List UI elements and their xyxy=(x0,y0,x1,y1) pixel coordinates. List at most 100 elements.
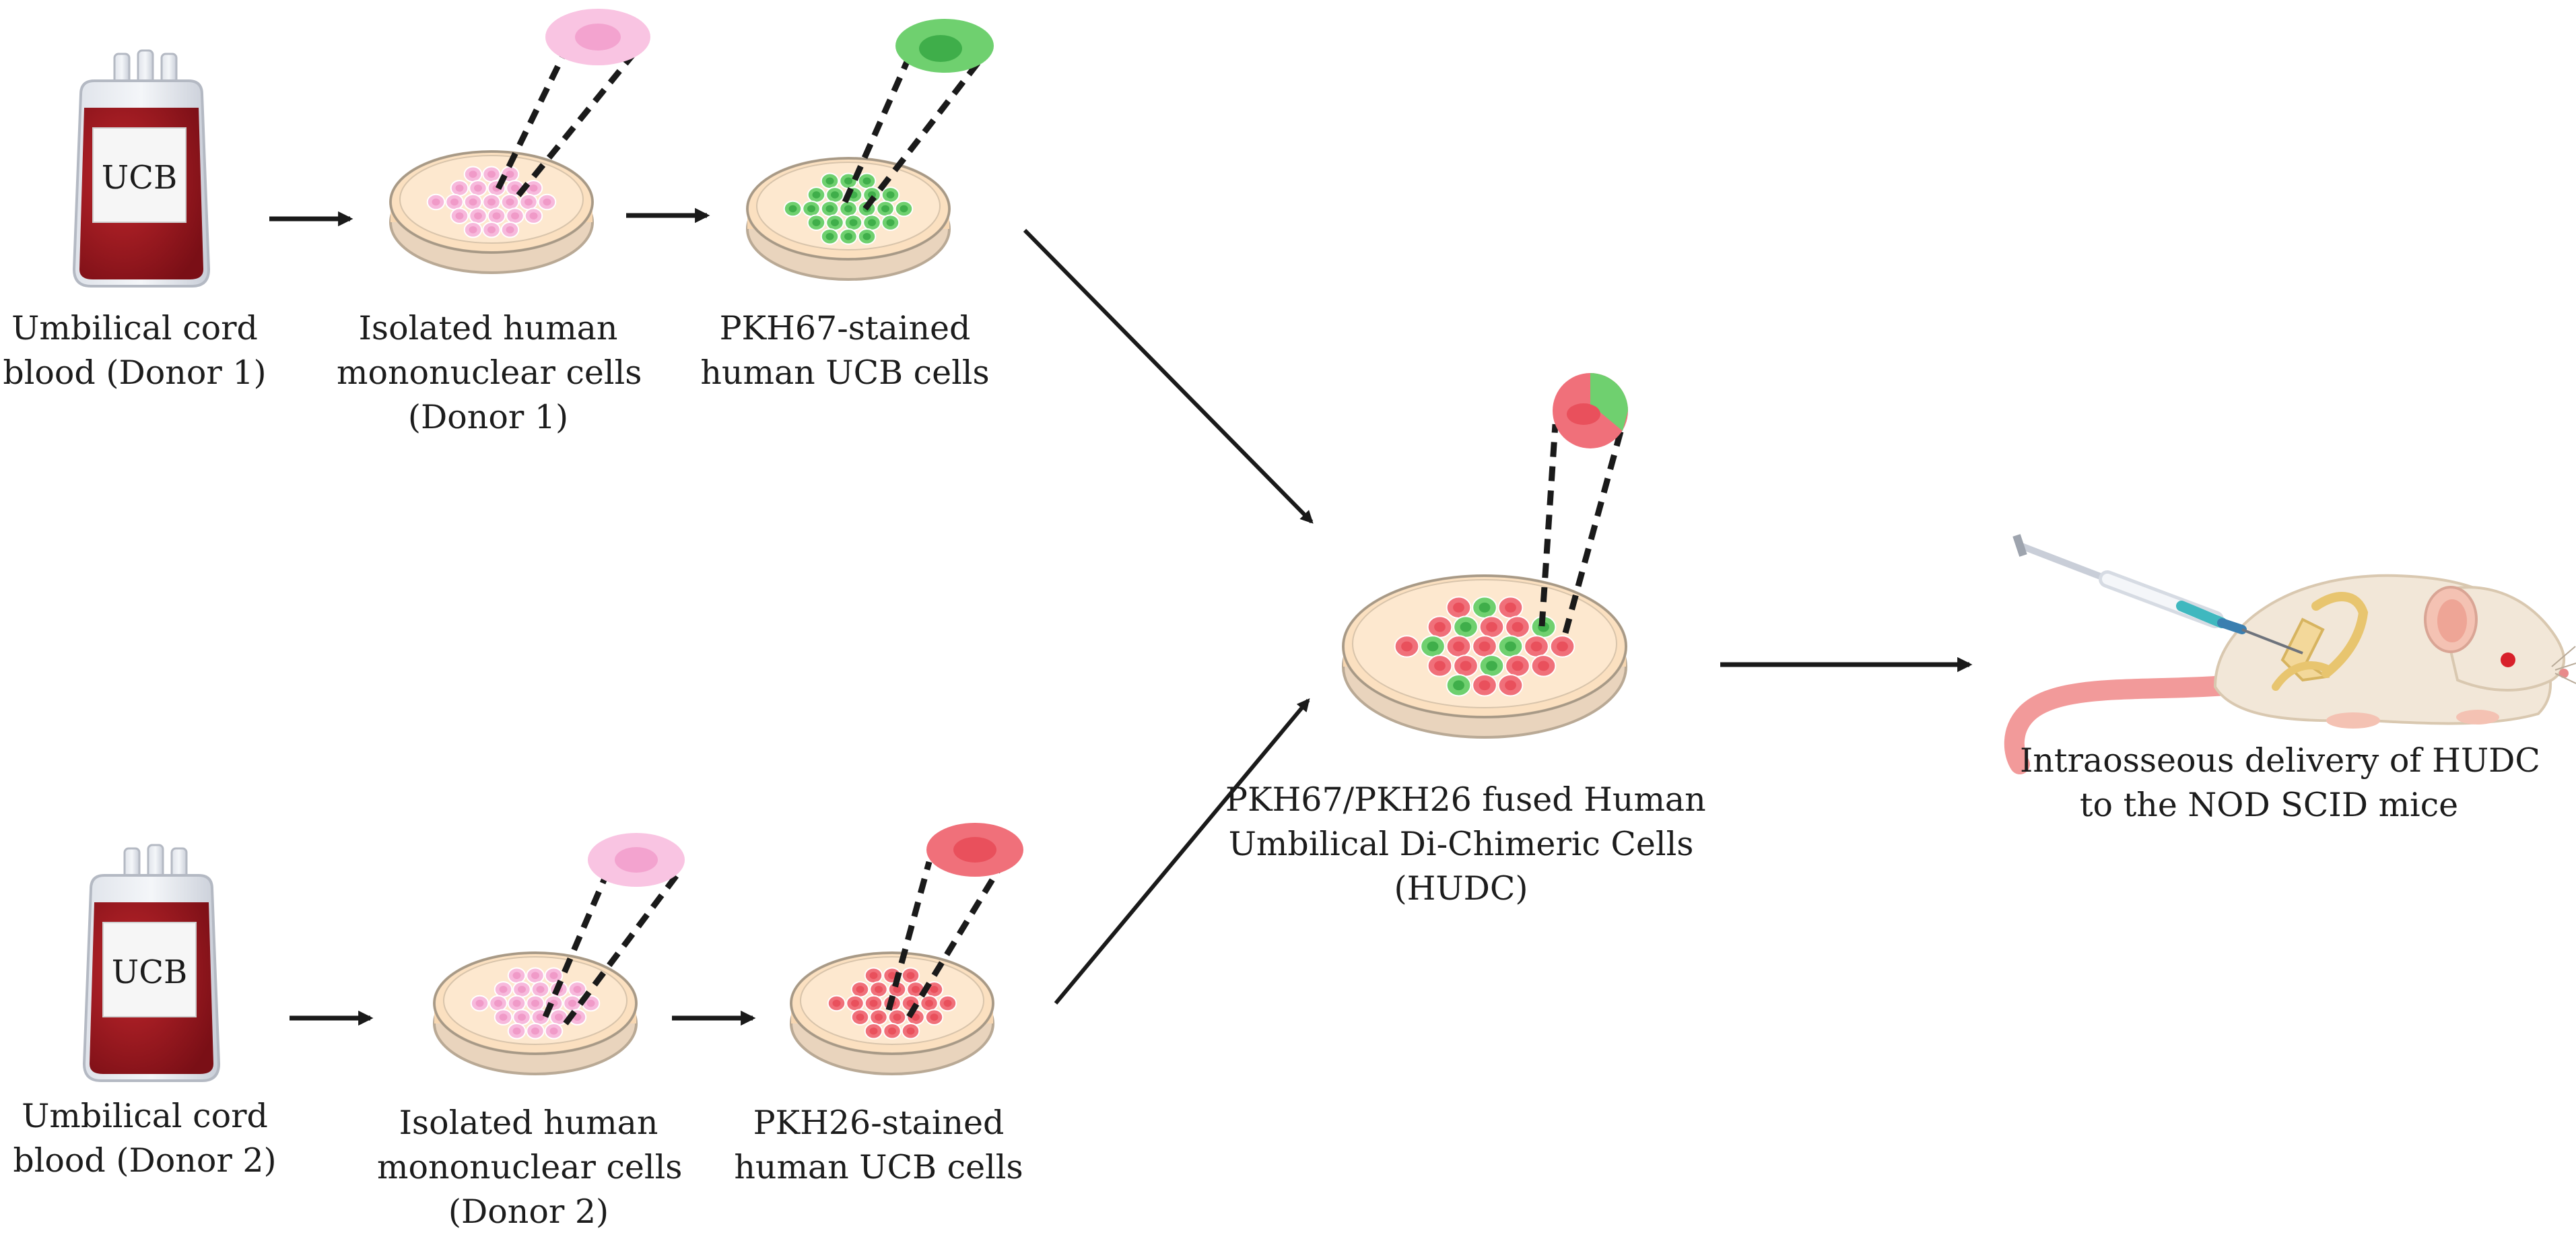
cell-nucleus xyxy=(499,1013,508,1021)
dish-isolated-cells-donor-1 xyxy=(389,150,594,274)
label-isolated-donor-2: Isolated human mononuclear cells (Donor … xyxy=(377,1104,683,1231)
cell-nucleus xyxy=(455,184,464,192)
cell-nucleus xyxy=(568,999,576,1007)
zoom-callout-fused-cell xyxy=(1538,373,1628,634)
cell-nucleus xyxy=(1486,661,1497,671)
cell-nucleus xyxy=(487,226,496,234)
bag-label: UCB xyxy=(112,953,187,991)
cell-nucleus xyxy=(900,205,908,213)
cell-nucleus xyxy=(888,1028,896,1035)
label-isolated-donor-1: Isolated human mononuclear cells (Donor … xyxy=(337,309,642,436)
label-stained-donor-1: PKH67-stained human UCB cells xyxy=(700,309,990,392)
dish-isolated-cells-donor-2 xyxy=(433,951,638,1075)
cell-nucleus xyxy=(886,219,895,226)
label-stained-donor-2: PKH26-stained human UCB cells xyxy=(734,1104,1023,1186)
cell-nucleus xyxy=(943,999,952,1007)
cell-nucleus xyxy=(512,1028,521,1035)
cell-nucleus xyxy=(888,972,896,979)
cell-nucleus xyxy=(531,999,539,1007)
cell-nucleus xyxy=(432,198,440,206)
cell-nucleus xyxy=(906,972,915,979)
zoom-callout-red-cell xyxy=(885,823,1023,1019)
cell-nucleus xyxy=(494,999,502,1007)
label-source-donor-2: Umbilical cord blood (Donor 2) xyxy=(13,1097,277,1180)
cell-nucleus xyxy=(1557,641,1568,652)
cell-nucleus xyxy=(1434,622,1446,632)
bag-label: UCB xyxy=(102,159,177,197)
cell-nucleus xyxy=(886,191,895,199)
cell-nucleus xyxy=(1434,661,1446,671)
cell-nucleus xyxy=(455,212,464,220)
label-delivery: Intraosseous delivery of HUDC to the NOD… xyxy=(2020,741,2540,824)
dish-pkh26-stained-cells xyxy=(790,951,994,1075)
cell-nucleus xyxy=(1486,622,1497,632)
cell-nucleus xyxy=(511,184,519,192)
cell-nucleus xyxy=(469,170,477,178)
cell-nucleus xyxy=(1460,622,1472,632)
cell-nucleus xyxy=(531,1028,539,1035)
mouse-illustration xyxy=(2004,574,2576,774)
blood-bag-donor-1: UCB xyxy=(72,49,211,288)
cell-nucleus xyxy=(487,198,496,206)
cell-nucleus xyxy=(912,1013,920,1021)
cell-nucleus xyxy=(1505,680,1516,691)
cell-nucleus xyxy=(474,184,482,192)
cell-nucleus xyxy=(856,986,865,993)
cell-nucleus xyxy=(1512,661,1524,671)
cell-nucleus xyxy=(893,986,902,993)
cell-nucleus xyxy=(812,219,821,226)
cell-nucleus xyxy=(536,986,545,993)
cell-nucleus xyxy=(1427,641,1439,652)
cell-nucleus xyxy=(555,1013,563,1021)
label-fused-hudc: PKH67/PKH26 fused Human Umbilical Di-Chi… xyxy=(1225,780,1706,908)
dish-pkh67-stained-cells xyxy=(746,157,951,281)
cell-nucleus xyxy=(825,177,834,184)
cell-nucleus xyxy=(529,184,538,192)
cell-nucleus xyxy=(1505,602,1516,613)
cell-nucleus xyxy=(869,1028,878,1035)
cell-nucleus xyxy=(1479,602,1491,613)
cell-nucleus xyxy=(529,212,538,220)
cell-nucleus xyxy=(512,999,521,1007)
label-source-donor-1: Umbilical cord blood (Donor 1) xyxy=(3,309,267,392)
cell-nucleus xyxy=(832,999,841,1007)
cell-nucleus xyxy=(893,1013,902,1021)
cell-nucleus xyxy=(1538,661,1549,671)
cell-nucleus xyxy=(531,972,539,979)
cell-nucleus xyxy=(1479,641,1491,652)
blood-bag-donor-2: UCB xyxy=(82,844,221,1082)
cell-nucleus xyxy=(930,986,939,993)
cell-nucleus xyxy=(536,1013,545,1021)
cell-nucleus xyxy=(1512,622,1524,632)
cell-nucleus xyxy=(862,177,871,184)
cell-nucleus xyxy=(511,212,519,220)
cell-nucleus xyxy=(469,226,477,234)
cell-nucleus xyxy=(506,226,514,234)
cell-nucleus xyxy=(825,233,834,240)
cell-nucleus xyxy=(1460,661,1472,671)
syringe-illustration xyxy=(2012,534,2303,654)
cell-nucleus xyxy=(906,1028,915,1035)
cell-nucleus xyxy=(868,191,876,199)
cell-nucleus xyxy=(844,233,852,240)
cell-nucleus xyxy=(925,999,933,1007)
cell-nucleus xyxy=(930,1013,939,1021)
zoom-callout-pink-cell-donor-2 xyxy=(542,833,685,1026)
cell-nucleus xyxy=(586,999,595,1007)
cell-nucleus xyxy=(469,198,477,206)
cell-nucleus xyxy=(869,972,878,979)
cell-nucleus xyxy=(881,205,889,213)
cell-nucleus xyxy=(875,1013,883,1021)
cell-nucleus xyxy=(506,170,514,178)
cell-nucleus xyxy=(506,198,514,206)
cell-nucleus xyxy=(788,205,797,213)
cell-nucleus xyxy=(474,212,482,220)
arrow-pkh26-to-fused xyxy=(1054,698,1310,1005)
arrow-pkh67-to-fused xyxy=(1023,228,1314,524)
cell-nucleus xyxy=(856,1013,865,1021)
cell-nucleus xyxy=(831,219,839,226)
zoom-callout-pink-cell-donor-1 xyxy=(495,9,650,197)
cell-nucleus xyxy=(869,999,878,1007)
cell-nucleus xyxy=(807,205,815,213)
